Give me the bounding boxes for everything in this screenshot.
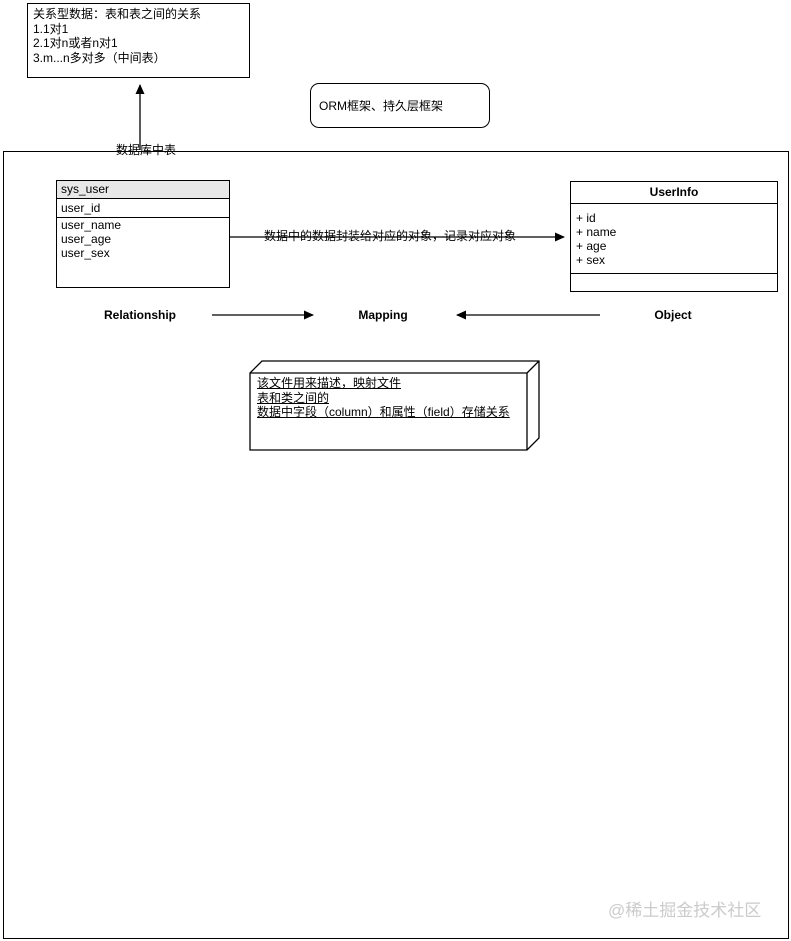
juejin-watermark: @稀土掘金技术社区 xyxy=(608,901,762,920)
userinfo-class-box: UserInfo + id + name + age + sex xyxy=(570,181,778,292)
note-line: 2.1对n或者n对1 xyxy=(33,36,118,50)
class-field: + name xyxy=(576,225,617,239)
note-line: 1.1对1 xyxy=(33,21,69,36)
relational-data-note: 关系型数据：表和表之间的关系 1.1对1 2.1对n或者n对1 3.m...n多… xyxy=(27,3,250,78)
class-field: + age xyxy=(576,239,607,253)
container-label: 数据库中表 xyxy=(115,143,176,157)
table-row: user_sex xyxy=(61,246,110,260)
orm-framework-label: ORM框架、持久层框架 xyxy=(319,99,443,113)
mapping-arrow-label: 数据中的数据封装给对应的对象，记录对应对象 xyxy=(263,229,516,243)
cube-note-line: 表和类之间的 xyxy=(257,390,330,405)
orm-framework-box: ORM框架、持久层框架 xyxy=(310,83,490,128)
note-line: 3.m...n多对多（中间表） xyxy=(33,50,166,65)
table-row: user_name xyxy=(61,218,122,232)
relationship-label: Relationship xyxy=(103,308,176,322)
table-name: sys_user xyxy=(57,181,229,199)
database-container xyxy=(3,151,789,939)
class-name: UserInfo xyxy=(571,182,777,204)
object-label: Object xyxy=(654,308,692,322)
sys-user-table: sys_user user_id user_name user_age user… xyxy=(56,180,230,288)
table-pk-row: user_id xyxy=(57,199,229,218)
note-line: 关系型数据：表和表之间的关系 xyxy=(33,7,202,21)
cube-shape xyxy=(249,360,540,451)
cube-note-line: 数据中字段（column）和属性（field）存储关系 xyxy=(257,405,510,419)
mapping-label: Mapping xyxy=(358,308,408,322)
cube-note-line: 该文件用来描述，映射文件 xyxy=(257,376,402,390)
mapping-file-note: 该文件用来描述，映射文件 表和类之间的 数据中字段（column）和属性（fie… xyxy=(257,376,532,420)
table-row: user_age xyxy=(61,232,112,246)
class-field: + id xyxy=(576,211,596,225)
class-fields: + id + name + age + sex xyxy=(571,204,777,274)
class-field: + sex xyxy=(576,253,606,267)
